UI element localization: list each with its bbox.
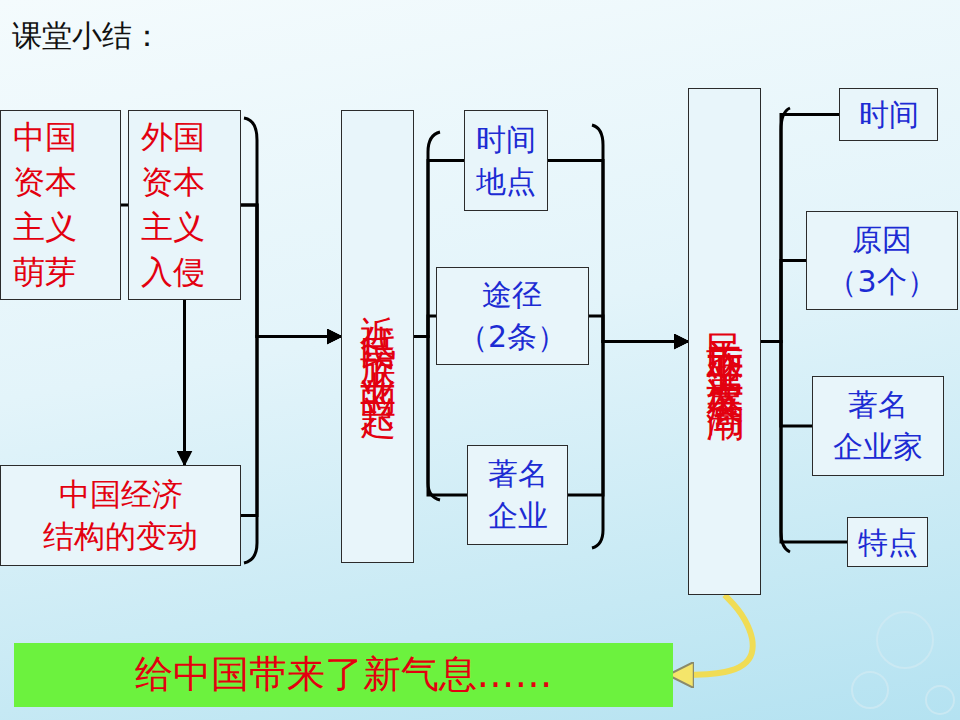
right-bracket	[592, 125, 603, 548]
node-label: 近代民族工业的兴起	[360, 287, 396, 386]
node-label: 途径 （2条）	[458, 274, 567, 358]
vertical-topic-box: 近代民族工业的兴起	[341, 110, 414, 563]
node-label: 原因 （3个）	[827, 219, 936, 303]
connector-arrow	[414, 316, 436, 337]
node-label: 特点	[858, 523, 918, 562]
topic-box: 外国 资本 主义 入侵	[128, 110, 241, 300]
topic-box: 著名 企业家	[812, 376, 944, 476]
decor-circle	[877, 612, 933, 668]
node-label: 给中国带来了新气息……	[135, 652, 553, 698]
connector-arrow	[761, 342, 812, 427]
node-label: 时间 地点	[476, 119, 536, 203]
node-label: 中国 资本 主义 萌芽	[13, 115, 77, 294]
connector-arrow	[589, 316, 688, 342]
connector-arrow	[241, 337, 341, 516]
topic-box: 中国经济 结构的变动	[0, 465, 241, 566]
topic-box: 给中国带来了新气息……	[14, 643, 673, 707]
node-label: 著名 企业家	[833, 384, 923, 468]
topic-box: 原因 （3个）	[806, 211, 958, 310]
connector-arrow	[183, 300, 186, 465]
topic-box: 著名 企业	[467, 445, 568, 545]
curved-arrow	[673, 595, 753, 675]
topic-box: 途径 （2条）	[436, 267, 589, 365]
decor-circle	[852, 672, 888, 708]
topic-box: 时间 地点	[464, 110, 548, 211]
node-label: 外国 资本 主义 入侵	[141, 115, 205, 294]
connector-arrow	[761, 261, 806, 342]
slide-title: 课堂小结：	[12, 16, 162, 57]
decor-flowers	[852, 612, 954, 714]
node-label: 中国经济 结构的变动	[43, 474, 198, 558]
right-bracket	[244, 118, 257, 563]
topic-box: 特点	[847, 517, 928, 567]
topic-box: 中国 资本 主义 萌芽	[0, 110, 121, 300]
decor-circle	[926, 686, 954, 714]
node-label: 著名 企业	[488, 453, 548, 537]
node-label: 时间	[859, 95, 919, 134]
connector-arrow	[241, 205, 341, 337]
topic-box: 时间	[839, 88, 938, 141]
vertical-topic-box: 民族工业第一次发展高潮	[688, 88, 761, 595]
node-label: 民族工业第一次发展高潮	[706, 303, 744, 380]
